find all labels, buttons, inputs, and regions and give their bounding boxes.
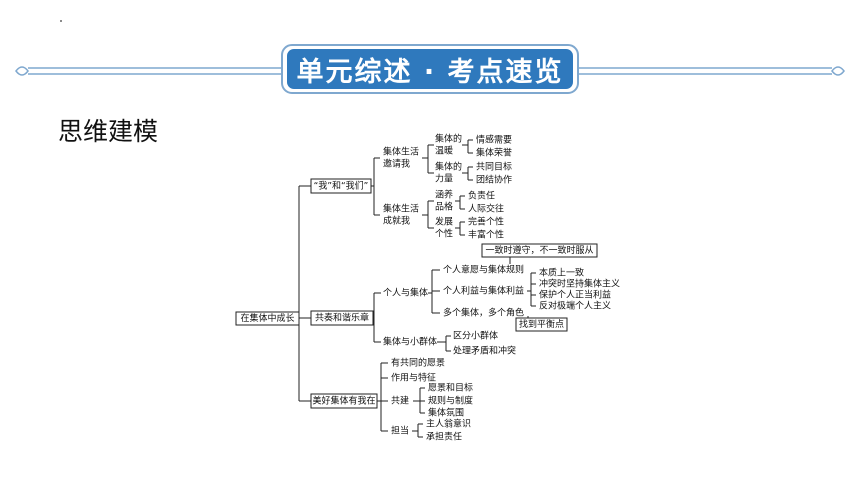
subtopic-label: 有共同的愿景 [391,357,445,369]
topic-label: 温暖 [435,145,453,157]
subtopic-label: 担当 [391,425,409,437]
subtopic-label: 集体生活 [383,146,419,158]
leaf-label: 人际交往 [468,203,504,215]
banner-fill [287,49,573,89]
connector-lines [298,139,536,438]
leaf-label: 负责任 [468,190,495,202]
leaf-label: 规则与制度 [428,395,473,407]
banner-right-ornament [576,66,845,76]
root-node [235,311,300,326]
node-labels: 在集体中成长“我”和“我们”集体生活邀请我集体生活成就我集体的温暖集体的力量情感… [240,133,620,443]
branch-node [310,310,374,326]
section-heading: 思维建模 [58,117,159,146]
leaf-label: 主人翁意识 [426,418,471,430]
leaf-label: 集体荣誉 [476,147,512,159]
branch-node-label: 共奏和谐乐章 [315,312,369,324]
banner-title: 单元综述 · 考点速览 [296,56,564,88]
subtopic-label: 个人与集体 [383,287,428,299]
leaf-label: 区分小群体 [453,330,498,342]
topic-label: 品格 [435,201,453,213]
note-label: 找到平衡点 [519,318,564,330]
leaf-label: 承担责任 [426,431,462,443]
topic-label: 涵养 [435,189,453,201]
branch-node-label: 美好集体有我在 [312,395,375,407]
leaf-label: 集体氛围 [428,407,464,419]
topic-label: 多个集体，多个角色 [443,307,524,319]
note-box [481,243,598,258]
leaf-label: 共同目标 [476,161,512,173]
branch-node [310,178,372,194]
corner-dot [60,20,62,22]
topic-label: 集体的 [435,161,462,173]
leaf-label: 反对极端个人主义 [539,300,611,312]
leaf-label: 团结协作 [476,174,512,186]
banner-left-ornament [15,66,284,76]
subtopic-label: 集体生活 [383,203,419,215]
topic-label: 力量 [435,173,453,185]
subtopic-label: 成就我 [383,215,410,227]
node-boxes [235,178,598,409]
note-label: 一致时遵守，不一致时服从 [485,244,593,256]
topic-label: 集体的 [435,133,462,145]
leaf-label: 处理矛盾和冲突 [453,345,516,357]
subtopic-label: 作用与特征 [391,372,436,384]
leaf-label: 情感需要 [476,134,512,146]
branch-node-label: “我”和“我们” [314,180,369,192]
root-node-label: 在集体中成长 [240,312,294,324]
topic-label: 发展 [435,216,453,228]
topic-label: 个性 [435,228,453,240]
subtopic-label: 集体与小群体 [383,336,437,348]
leaf-label: 本质上一致 [539,267,584,279]
subtopic-label: 共建 [391,395,409,407]
subtopic-label: 邀请我 [383,158,410,170]
leaf-label: 丰富个性 [468,229,504,241]
leaf-label: 保护个人正当利益 [539,289,611,301]
topic-label: 个人意愿与集体规则 [443,264,524,276]
branch-node [310,393,378,409]
section-banner [15,44,845,94]
leaf-label: 完善个性 [468,216,504,228]
note-box [515,317,568,332]
leaf-label: 冲突时坚持集体主义 [539,278,620,290]
topic-label: 个人利益与集体利益 [443,285,524,297]
leaf-label: 愿景和目标 [428,382,473,394]
